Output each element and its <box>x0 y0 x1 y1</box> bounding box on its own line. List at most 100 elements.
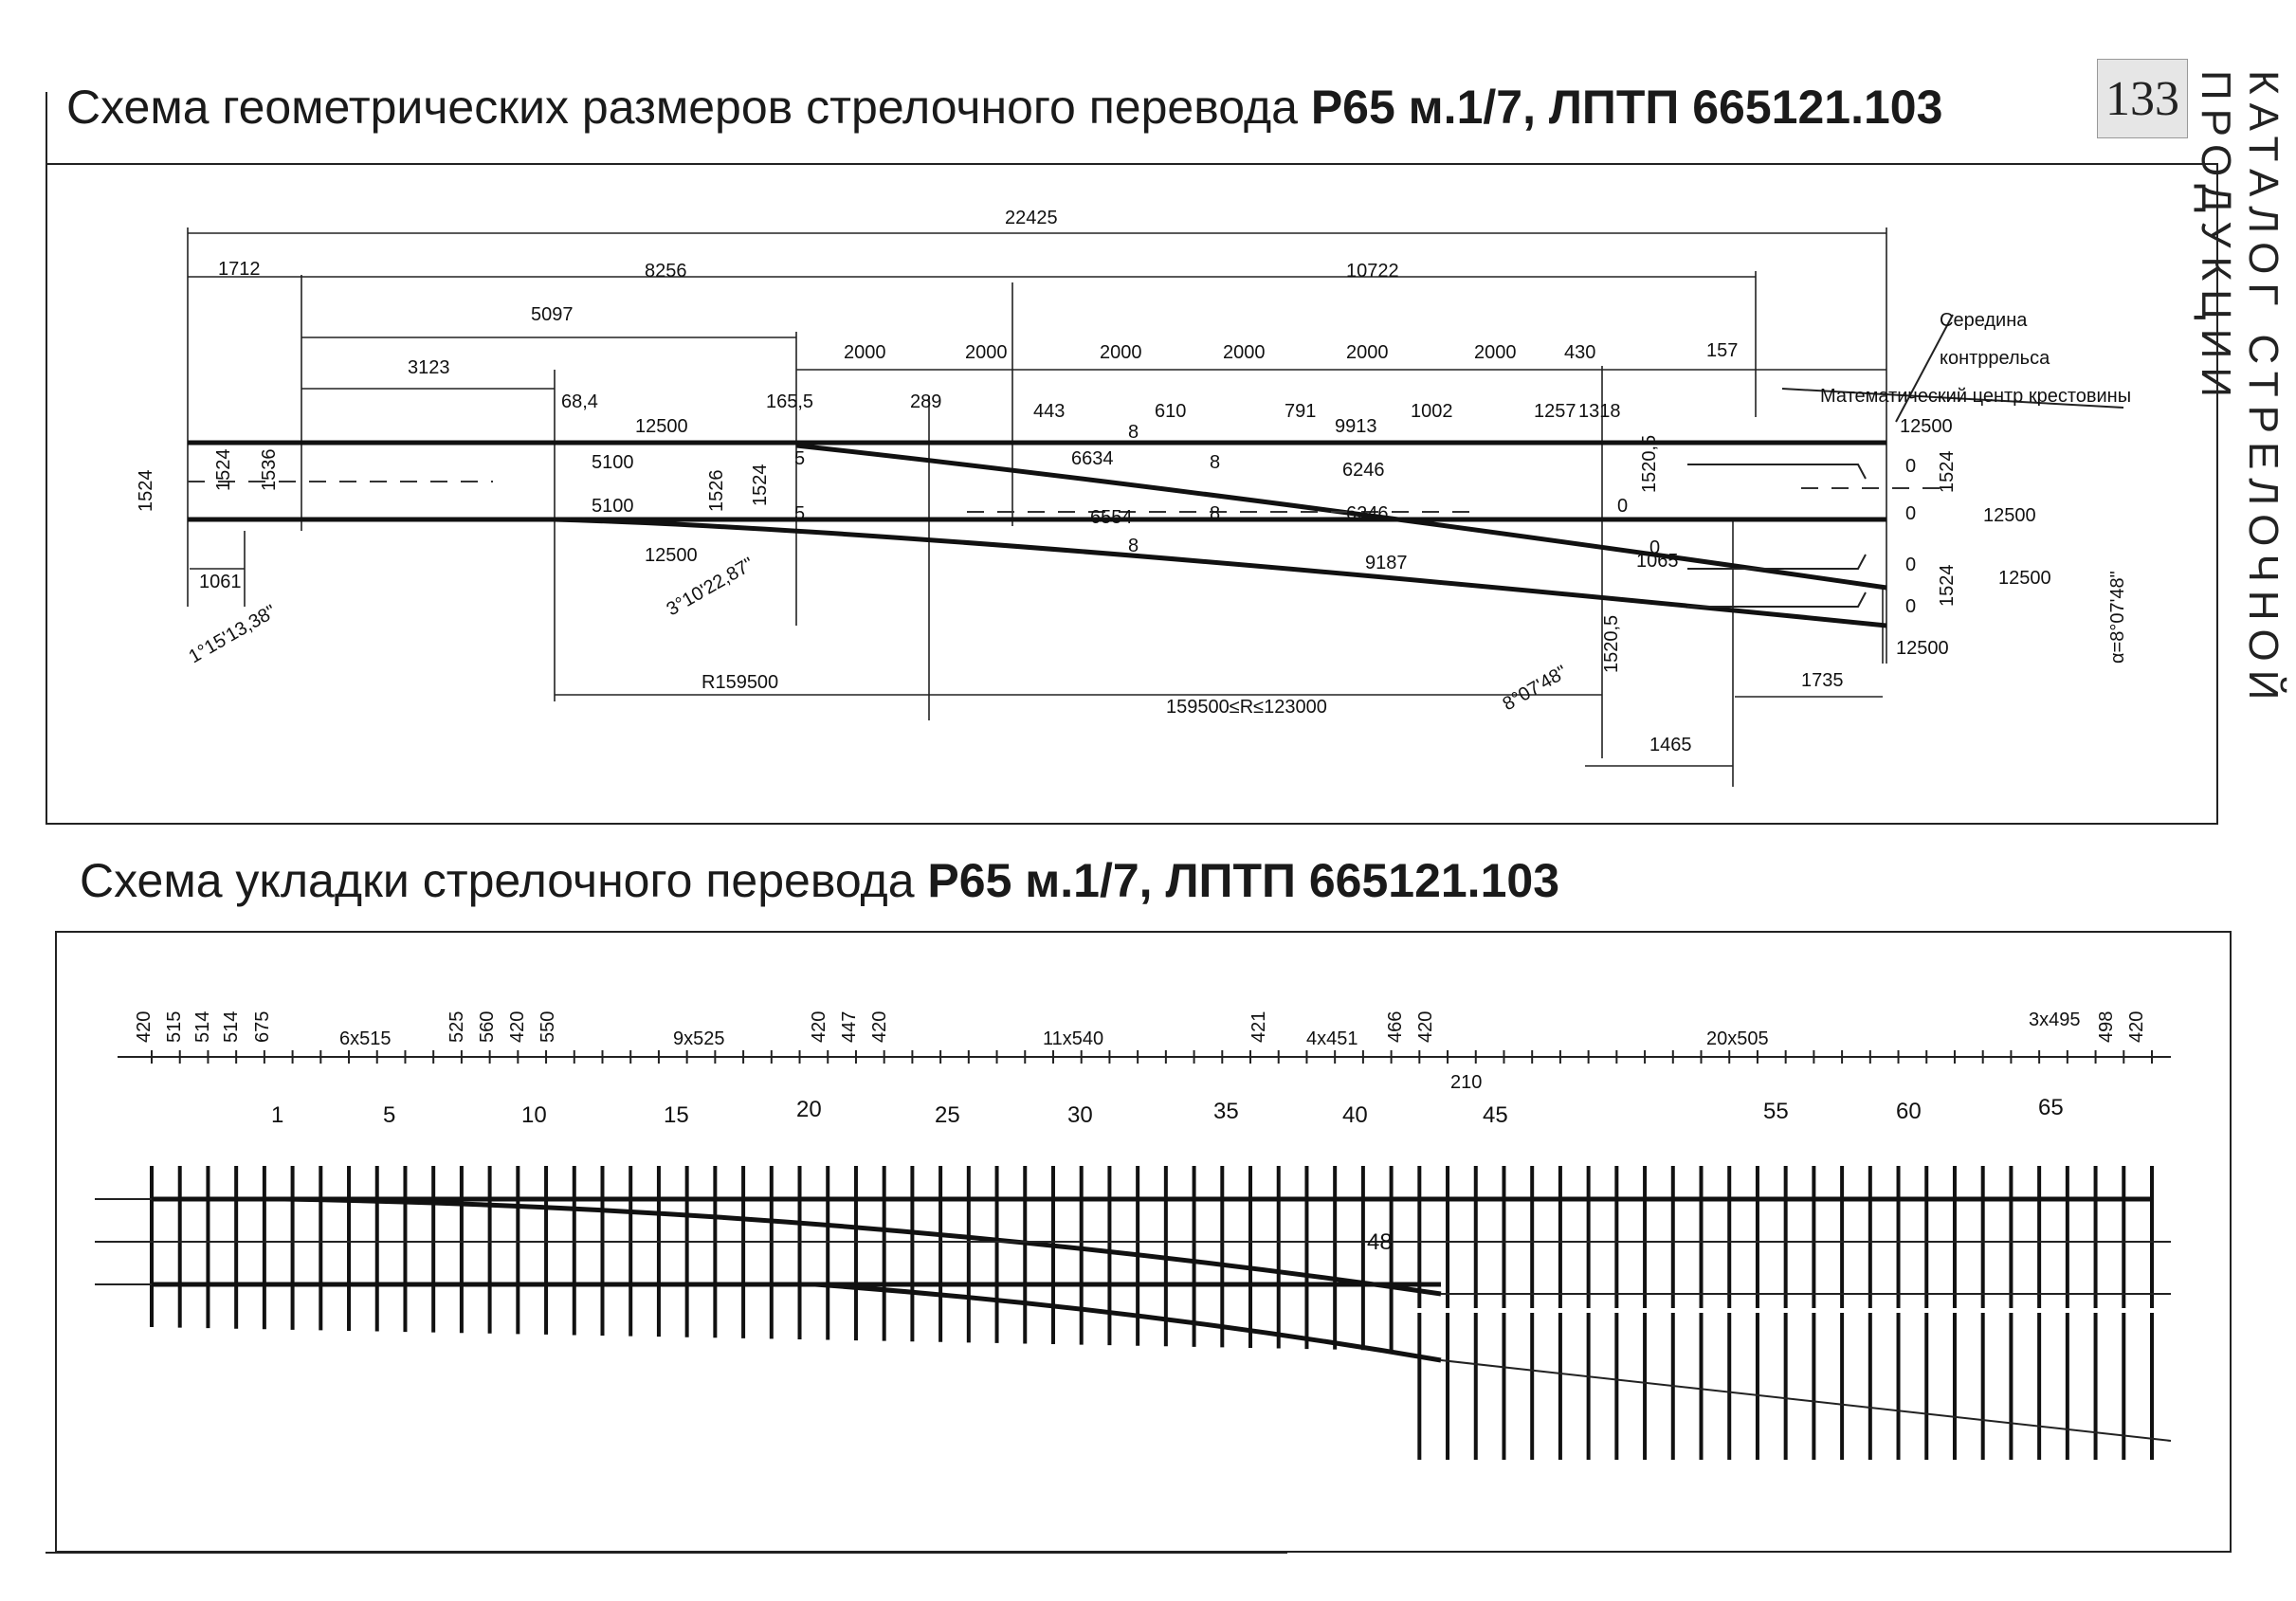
spacing-label: 210 <box>1450 1072 1482 1093</box>
dim-label: 8256 <box>645 261 687 282</box>
small-label: 0 <box>1649 537 1660 558</box>
rail-length: 9913 <box>1335 416 1377 437</box>
small-label: 0 <box>1905 503 1916 524</box>
spacing-label: 498 <box>2096 1011 2117 1043</box>
offset-label: 1257 <box>1534 401 1576 422</box>
tie-number: 65 <box>2038 1095 2064 1120</box>
dim-label: 1712 <box>218 259 261 280</box>
page-number: 133 <box>2097 59 2188 138</box>
tie-number: 35 <box>1213 1099 1239 1124</box>
rail-length: 5100 <box>592 452 634 473</box>
rail-length: 12500 <box>1896 638 1949 659</box>
dim-label: 2000 <box>1474 342 1517 363</box>
offset-label: 443 <box>1033 401 1065 422</box>
offset-label: 1318 <box>1578 401 1621 422</box>
rail-length: 12500 <box>635 416 688 437</box>
bottom-dim: 1061 <box>199 572 242 592</box>
offset-label: 289 <box>910 391 941 412</box>
tie-group <box>150 1050 2154 1460</box>
offset-label: 610 <box>1155 401 1186 422</box>
spacing-label: 9x525 <box>673 1028 725 1049</box>
tie-number: 25 <box>935 1102 960 1128</box>
dim-label: 3123 <box>408 357 450 378</box>
small-label: 8 <box>1210 503 1220 524</box>
dimension-lines <box>187 227 1887 787</box>
tie-number: 20 <box>796 1097 822 1122</box>
gauge-label: 1524 <box>213 449 234 492</box>
spacing-label: 420 <box>507 1011 528 1043</box>
rail-length: 6246 <box>1346 503 1389 524</box>
spacing-label: 420 <box>1415 1011 1436 1043</box>
small-label: 0 <box>1905 596 1916 617</box>
dim-label: 2000 <box>1346 342 1389 363</box>
dim-label: 22425 <box>1005 208 1058 228</box>
note: Середина <box>1940 310 2028 331</box>
spacing-label: 420 <box>2126 1011 2147 1043</box>
spacing-label: 20x505 <box>1706 1028 1769 1049</box>
page-title: Схема геометрических размеров стрелочног… <box>66 81 1943 134</box>
title-rule <box>46 92 47 168</box>
dim-label: 2000 <box>1223 342 1266 363</box>
spacing-label: 515 <box>164 1011 185 1043</box>
offset-label: 1002 <box>1411 401 1453 422</box>
dim-label: 430 <box>1564 342 1595 363</box>
tie-number: 15 <box>664 1102 689 1128</box>
dim-label: 2000 <box>1100 342 1142 363</box>
small-label: 0 <box>1617 496 1628 517</box>
spacing-label: 514 <box>221 1011 242 1043</box>
rail-length: 6554 <box>1090 507 1133 528</box>
geometry-labels: 22425 1712 8256 10722 5097 3123 2000 200… <box>136 208 2131 755</box>
spacing-label: 560 <box>477 1011 498 1043</box>
small-label: 0 <box>1905 555 1916 575</box>
bottom-dim: 159500≤R≤123000 <box>1166 697 1327 718</box>
rail-length: 12500 <box>645 545 698 566</box>
spacing-label: 525 <box>446 1011 467 1043</box>
bottom-rule <box>46 1552 1287 1554</box>
gauge-label: 1524 <box>1937 565 1958 608</box>
gauge-label: 1536 <box>259 449 280 492</box>
rail-length: 1065 <box>1636 551 1679 572</box>
spacing-label: 466 <box>1385 1011 1406 1043</box>
dim-label: 2000 <box>844 342 886 363</box>
tie-number: 60 <box>1896 1099 1922 1124</box>
offset-label: 68,4 <box>561 391 598 412</box>
tie-numbers: 1 5 10 15 20 25 30 35 40 45 48 55 60 65 <box>271 1095 2064 1255</box>
geometry-frame <box>46 163 2218 825</box>
rail-length: 5100 <box>592 496 634 517</box>
offset-label: 165,5 <box>766 391 813 412</box>
offset-label: 791 <box>1285 401 1316 422</box>
small-label: 8 <box>1128 536 1139 556</box>
gauge-label: 1526 <box>706 470 727 513</box>
spacing-label: 4x451 <box>1306 1028 1358 1049</box>
small-label: 8 <box>1128 422 1139 443</box>
dim-label: 5097 <box>531 304 574 325</box>
tie-number: 30 <box>1067 1102 1093 1128</box>
tie-number: 48 <box>1367 1229 1393 1255</box>
tie-number: 1 <box>271 1102 283 1128</box>
spacing-label: 6x515 <box>339 1028 392 1049</box>
rail-length: 12500 <box>1983 505 2036 526</box>
spacing-label: 3x495 <box>2029 1010 2081 1030</box>
tie-number: 45 <box>1483 1102 1508 1128</box>
spacing-label: 447 <box>839 1011 860 1043</box>
small-label: 5 <box>794 448 805 469</box>
spacing-label: 514 <box>192 1011 213 1043</box>
spacing-label: 420 <box>134 1011 155 1043</box>
dim-label: 157 <box>1706 340 1738 361</box>
tie-number: 5 <box>383 1102 395 1128</box>
small-label: 5 <box>794 503 805 524</box>
dim-label: 2000 <box>965 342 1008 363</box>
angle-label: α=8°07'48" <box>2107 571 2128 664</box>
spacing-label: 421 <box>1248 1011 1269 1043</box>
gauge-label: 1520,5 <box>1601 615 1622 673</box>
gauge-label: 1520,5 <box>1639 435 1660 493</box>
layout-rails <box>95 1196 2172 1442</box>
spacing-label: 420 <box>809 1011 829 1043</box>
tie-number: 10 <box>521 1102 547 1128</box>
gauge-label: 1524 <box>750 464 771 507</box>
gauge-label: 1524 <box>136 470 156 513</box>
gauge-label: 1524 <box>1937 451 1958 494</box>
